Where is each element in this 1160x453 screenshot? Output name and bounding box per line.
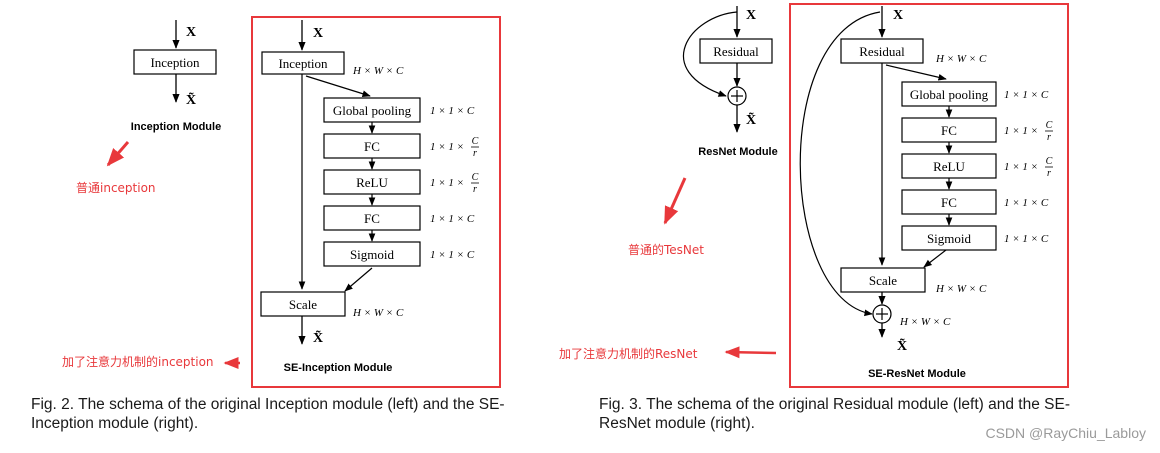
branch-box-label: ReLU [933,159,965,174]
branch-box-global-pooling [901,81,997,107]
output-label: X̃ [897,337,907,354]
input-label: X [746,8,756,23]
scale-dim: H × W × C [352,307,404,319]
figure-2-caption: Fig. 2. The schema of the original Incep… [31,395,505,433]
branch-dim: 1 × 1 × C [430,105,475,117]
scale-block-label: Scale [869,273,897,288]
residual-block-label: Residual [713,44,759,59]
branch-dim: 1 × 1 × C [430,249,475,261]
scale-block [840,267,926,293]
annotation-text: 普通inception [76,181,156,195]
output-label: X̃ [746,111,756,128]
figure-3-caption: Fig. 3. The schema of the original Resid… [599,395,1070,433]
branch-box-label: FC [941,123,957,138]
inception-block-label: Inception [278,56,328,71]
branch-box-fc [901,189,997,215]
annotation-text: 加了注意力机制的inception [62,354,214,369]
identity-shortcut [683,11,738,97]
input-label: X [893,8,903,23]
branch-dim: 1 × 1 × C [1004,233,1049,245]
red-arrow [724,346,777,359]
fraction-numerator: C [472,136,479,147]
se-resnet-module-diagram: X Residual H × W × C Global pooling 1 × 1… [799,6,1053,380]
caption-line: Inception module (right). [31,415,199,432]
fraction-numerator: C [1046,120,1053,131]
residual-block [840,38,924,64]
branch-dim: 1 × 1 × C [1004,197,1049,209]
caption-line: ResNet module (right). [599,415,755,432]
fraction-denominator: r [1047,168,1051,179]
branch-box-label: Global pooling [333,103,412,118]
branch-dim: 1 × 1 × C [430,213,475,225]
sigmoid-to-scale-arrow [923,249,947,268]
branch-box-label: FC [364,211,380,226]
branch-box-sigmoid [901,225,997,251]
residual-block [699,38,773,64]
module-name: ResNet Module [698,146,777,158]
input-label: X [313,26,323,41]
output-label: X̃ [186,91,196,108]
branch-box-fc [323,133,421,159]
fraction-denominator: r [1047,132,1051,143]
branch-arrow [305,75,371,97]
inception-block-label: Inception [150,55,200,70]
annotation-plain-resnet: 普通的TesNet [628,177,704,257]
fraction-denominator: r [473,184,477,195]
branch-box-sigmoid [323,241,421,267]
fraction-numerator: C [1046,156,1053,167]
branch-dim: 1 × 1 × [1004,125,1038,137]
caption-line: Fig. 3. The schema of the original Resid… [599,396,1070,413]
module-name: SE-Inception Module [284,362,393,374]
branch-dim: 1 × 1 × [430,177,464,189]
branch-box-fc [901,117,997,143]
annotation-plain-inception: 普通inception [76,141,156,195]
residual-block-label: Residual [859,44,905,59]
input-label: X [186,25,196,40]
annotation-text: 普通的TesNet [628,242,704,257]
branch-box-global-pooling [323,97,421,123]
branch-arrow [885,64,947,81]
branch-box-label: Sigmoid [350,247,395,262]
scale-block-label: Scale [289,297,317,312]
residual-dim: H × W × C [935,53,987,65]
branch-dim: 1 × 1 × [1004,161,1038,173]
branch-box-label: Sigmoid [927,231,972,246]
output-label: X̃ [313,329,323,346]
scale-block [260,291,346,317]
inception-dim: H × W × C [352,65,404,77]
annotation-se-resnet: 加了注意力机制的ResNet [559,346,777,361]
branch-box-relu [901,153,997,179]
sigmoid-to-scale-arrow [344,267,373,292]
fraction-numerator: C [472,172,479,183]
fraction-denominator: r [473,148,477,159]
branch-box-label: Global pooling [910,87,989,102]
scale-dim: H × W × C [935,283,987,295]
red-arrow [106,141,130,167]
branch-box-label: FC [364,139,380,154]
inception-block [133,49,217,75]
se-resnet-highlight-frame [789,3,1069,388]
identity-shortcut [799,11,881,317]
annotation-se-inception: 加了注意力机制的inception [62,354,240,369]
branch-box-label: FC [941,195,957,210]
annotation-text: 加了注意力机制的ResNet [559,346,698,361]
se-inception-module-diagram: X Inception H × W × C Global pooling 1 × … [260,20,479,374]
resnet-module-diagram: X Residual X̃ ResNet Module [683,6,778,158]
branch-dim: 1 × 1 × C [1004,89,1049,101]
inception-block [261,51,345,75]
inception-module-diagram: X Inception X̃ Inception Module [131,20,221,133]
branch-box-label: ReLU [356,175,388,190]
branch-box-relu [323,169,421,195]
sum-dim: H × W × C [899,316,951,328]
se-inception-highlight-frame [251,16,501,388]
module-name: SE-ResNet Module [868,368,966,380]
module-name: Inception Module [131,121,221,133]
branch-dim: 1 × 1 × [430,141,464,153]
caption-line: Fig. 2. The schema of the original Incep… [31,396,505,413]
csdn-watermark: CSDN @RayChiu_Labloy [985,425,1146,441]
red-arrow [663,177,687,225]
